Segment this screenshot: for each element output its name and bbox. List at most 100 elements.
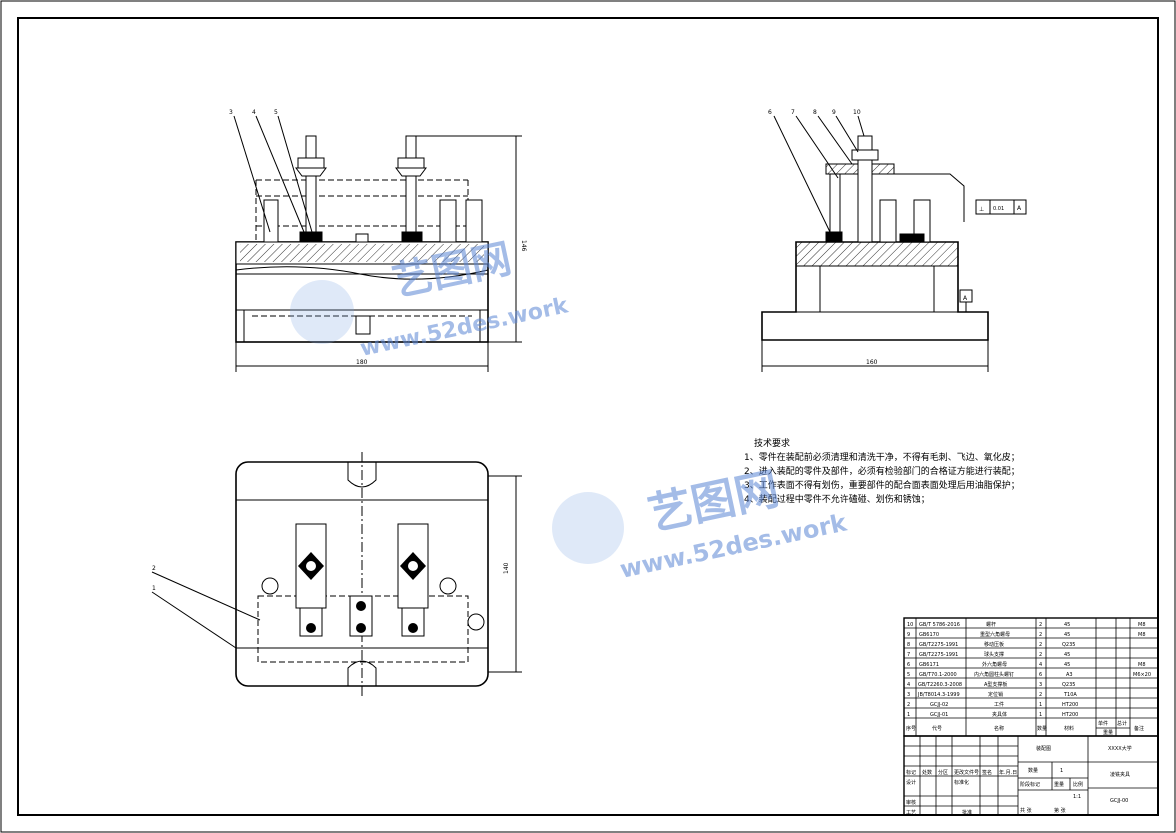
- bom-name: 外六角螺母: [982, 661, 1007, 668]
- bom-material: T10A: [1063, 692, 1077, 698]
- tb-label-approve: 批准: [962, 809, 972, 816]
- balloon-10: 10: [853, 109, 861, 116]
- bom-qty: 2: [1039, 652, 1042, 658]
- tb-label-count: 处数: [922, 769, 932, 776]
- bom-name: 夹具体: [992, 711, 1007, 718]
- bom-note: M8: [1138, 632, 1146, 638]
- bom-name: 内六角圆柱头螺钉: [974, 671, 1014, 678]
- bom-code: GB6170: [919, 632, 939, 638]
- bom-no: 2: [907, 702, 910, 708]
- bom-material: 45: [1064, 652, 1070, 658]
- bom-no: 7: [907, 652, 910, 658]
- front-view: [233, 115, 522, 372]
- qty-label: 数量: [1028, 767, 1038, 774]
- bom-no: 1: [907, 712, 910, 718]
- balloon-5: 5: [274, 109, 278, 116]
- bom-no: 9: [907, 632, 910, 638]
- balloon-8: 8: [813, 109, 817, 116]
- bom-name: A型支撑板: [984, 681, 1007, 688]
- bom-rows: 10 GB/T 5786-2016 螺杆 2 45 M8 9 GB6170 重型…: [906, 621, 1151, 736]
- tolerance-symbol: ⊥: [979, 206, 984, 213]
- bom-name: 工件: [994, 701, 1004, 708]
- bom-material: A3: [1066, 672, 1073, 678]
- tech-req-line-3: 3、工作表面不得有划伤，重要部件的配合面表面处理后用油脂保护；: [744, 479, 1020, 491]
- bom-code: GB/T70.1-2000: [919, 672, 957, 678]
- bom-name: 螺杆: [986, 621, 996, 628]
- watermark-globe-icon: [290, 280, 354, 344]
- tb-label-process: 工艺: [906, 810, 916, 816]
- bom-header-material: 材料: [1064, 725, 1074, 732]
- balloon-3: 3: [229, 109, 233, 116]
- bom-note: M8: [1138, 662, 1146, 668]
- bom-code: JB/T8014.3-1999: [917, 692, 960, 698]
- bom-material: Q235: [1062, 642, 1075, 648]
- scale-label: 比例: [1073, 781, 1083, 788]
- bom-qty: 2: [1039, 632, 1042, 638]
- balloon-9: 9: [832, 109, 836, 116]
- balloon-7: 7: [791, 109, 795, 116]
- top-view-fills: [298, 552, 426, 633]
- bom-material: HT200: [1062, 712, 1078, 718]
- tech-req-line-1: 1、零件在装配前必须清理和清洗干净，不得有毛刺、飞边、氧化皮；: [744, 451, 1020, 463]
- tb-label-zone: 分区: [938, 769, 948, 776]
- bom-qty: 1: [1039, 712, 1042, 718]
- tech-req-title: 技术要求: [754, 437, 790, 449]
- bom-header-total: 总计: [1117, 720, 1127, 727]
- tb-label-review: 审核: [906, 799, 916, 806]
- bom-code: GB/T2275-1991: [919, 642, 958, 648]
- drawing-type: 装配图: [1036, 745, 1051, 752]
- bom-qty: 4: [1039, 662, 1042, 668]
- tolerance-datum: A: [1017, 205, 1022, 212]
- bom-code: GB/T2275-1991: [919, 652, 958, 658]
- tb-label-designer: 设计: [906, 779, 916, 786]
- bom-table: [903, 617, 1159, 737]
- bom-header-name: 名称: [994, 725, 1004, 732]
- bom-material: HT200: [1062, 702, 1078, 708]
- bom-header-no: 序号: [906, 725, 916, 732]
- bom-header-note: 备注: [1134, 725, 1144, 732]
- datum-box: [959, 289, 973, 303]
- title-block-text: 装配图 XXXX大学 数量 1 凌铣夹具 阶段标记 重量 比例 1:1 GCJJ…: [906, 745, 1132, 816]
- bom-material: Q235: [1062, 682, 1075, 688]
- bom-header-code: 代号: [932, 725, 942, 732]
- tb-label-standardize: 标准化: [954, 779, 969, 786]
- bom-qty: 2: [1039, 622, 1042, 628]
- tolerance-value: 0.01: [993, 206, 1004, 212]
- tech-req-line-2: 2、进入装配的零件及部件，必须有检验部门的合格证方能进行装配；: [744, 465, 1020, 477]
- dim-top-height: 140: [503, 562, 510, 574]
- bom-code: GB6171: [919, 662, 939, 668]
- bom-material: 45: [1064, 662, 1070, 668]
- bom-name: 重型六角螺母: [980, 631, 1010, 638]
- tb-label-signature: 签名: [982, 769, 992, 776]
- bom-no: 3: [907, 692, 910, 698]
- bom-no: 10: [907, 622, 913, 628]
- side-view: [761, 115, 989, 372]
- bom-note: M8: [1138, 622, 1146, 628]
- bom-code: GCJJ-01: [930, 712, 948, 718]
- qty-value: 1: [1060, 768, 1063, 774]
- balloon-2: 2: [152, 565, 156, 572]
- bom-qty: 1: [1039, 702, 1042, 708]
- tb-label-date: 年.月.日: [999, 769, 1017, 776]
- datum-label: A: [963, 295, 968, 302]
- bom-code: GB/T 5786-2016: [919, 622, 960, 628]
- inner-border: [17, 17, 1159, 816]
- bom-no: 4: [907, 682, 910, 688]
- dim-front-height: 146: [520, 240, 527, 252]
- bom-name: 定位销: [988, 691, 1003, 698]
- bom-material: 45: [1064, 622, 1070, 628]
- title-block: [903, 735, 1159, 816]
- bom-header-qty: 数量: [1037, 725, 1047, 732]
- bom-qty: 6: [1039, 672, 1042, 678]
- bom-header-single: 单件: [1098, 720, 1108, 727]
- tb-label-mark: 标记: [906, 769, 916, 776]
- part-name: 凌铣夹具: [1110, 771, 1130, 778]
- bom-no: 8: [907, 642, 910, 648]
- bom-qty: 2: [1039, 692, 1042, 698]
- watermark-globe-icon: [552, 492, 624, 564]
- bom-no: 5: [907, 672, 910, 678]
- bom-note: M6×20: [1133, 672, 1151, 678]
- bom-no: 6: [907, 662, 910, 668]
- bom-code: GB/T2260.3-2008: [918, 682, 962, 688]
